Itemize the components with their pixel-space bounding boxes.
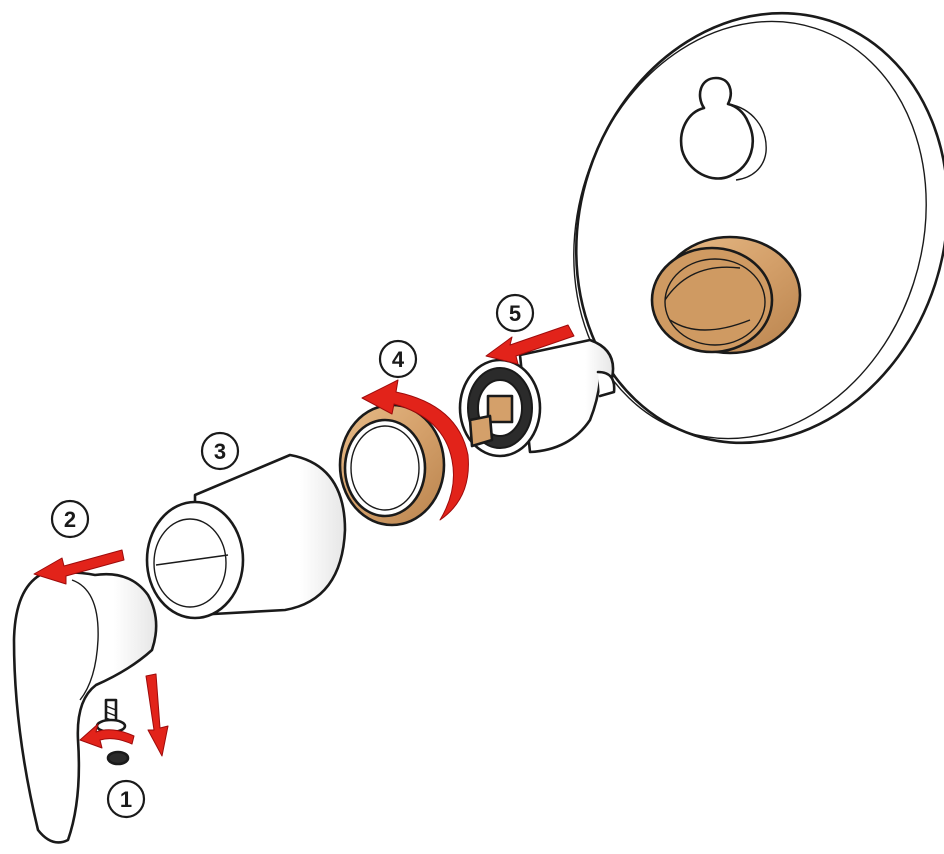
rotate-arrow-icon [361, 379, 469, 521]
step-marker-2: 2 [50, 499, 90, 539]
pull-arrow-icon [485, 324, 575, 365]
rotate-arrow-icon [79, 723, 135, 749]
svg-text:4: 4 [392, 347, 405, 372]
step-marker-4: 4 [378, 339, 418, 379]
chrome-sleeve [145, 453, 347, 620]
cartridge [458, 338, 616, 458]
svg-text:3: 3 [214, 439, 226, 464]
step-marker-1: 1 [106, 779, 146, 819]
svg-text:1: 1 [120, 787, 132, 812]
step-marker-3: 3 [200, 431, 240, 471]
lever-handle [12, 571, 158, 844]
brass-sleeve [650, 235, 802, 355]
svg-text:2: 2 [64, 507, 76, 532]
svg-text:5: 5 [509, 301, 521, 326]
step-marker-5: 5 [495, 293, 535, 333]
pull-arrow-icon [33, 549, 125, 585]
down-arrow-icon [145, 673, 169, 757]
ring-nut [338, 403, 446, 527]
cover-plate [573, 11, 944, 445]
